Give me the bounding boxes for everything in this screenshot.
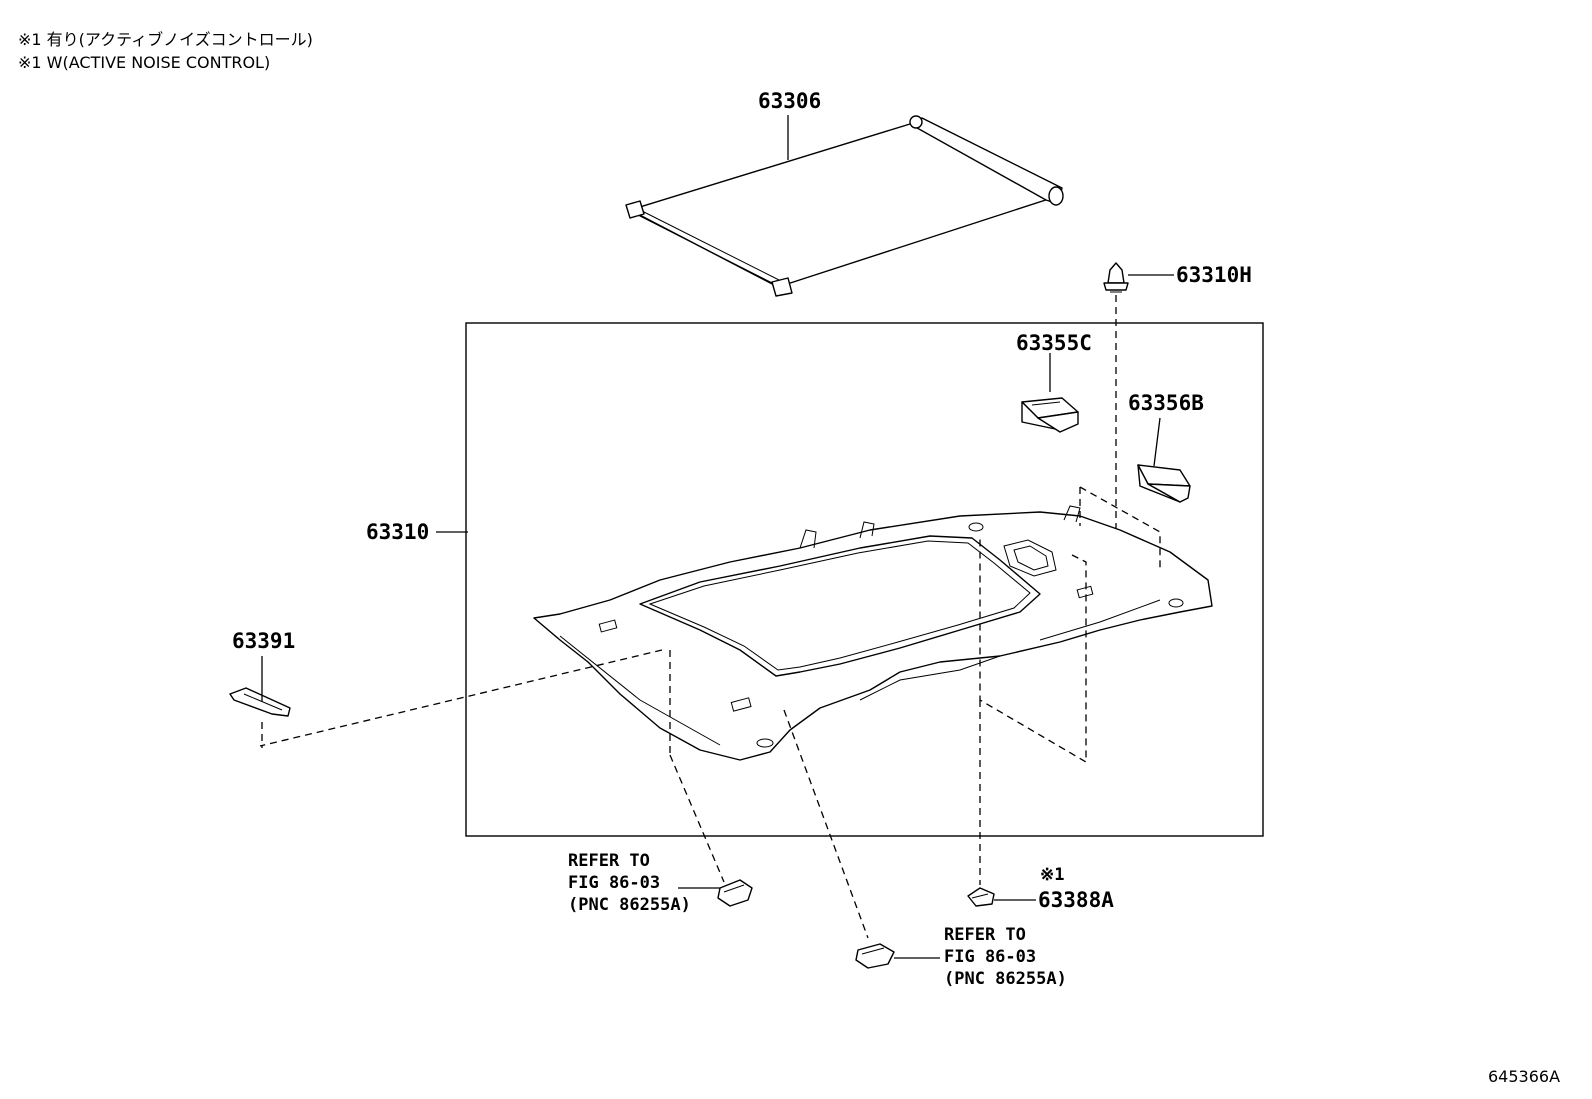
note-english: ※1 W(ACTIVE NOISE CONTROL) bbox=[18, 53, 270, 72]
dash-ref2 bbox=[783, 709, 869, 939]
label-63310: 63310 bbox=[366, 520, 429, 544]
microphone-drawing bbox=[967, 887, 995, 907]
label-63391: 63391 bbox=[232, 629, 295, 653]
ref1-line3: (PNC 86255A) bbox=[568, 895, 691, 915]
bracket-drawing bbox=[229, 687, 291, 717]
headliner-drawing bbox=[533, 505, 1213, 761]
dash-ref1-b bbox=[669, 754, 725, 883]
sunshade-drawing bbox=[625, 115, 1064, 297]
pad-b-drawing bbox=[1137, 464, 1191, 503]
label-63356B: 63356B bbox=[1128, 391, 1204, 415]
label-63355C: 63355C bbox=[1016, 331, 1092, 355]
dash-pad-b-a bbox=[1079, 486, 1161, 568]
lamp2-drawing bbox=[855, 943, 895, 969]
label-63388A-note: ※1 bbox=[1040, 865, 1064, 885]
ref2-line3: (PNC 86255A) bbox=[944, 969, 1067, 989]
lamp1-drawing bbox=[717, 879, 753, 907]
leader-63356B bbox=[1153, 417, 1161, 467]
dash-63391 bbox=[259, 649, 663, 747]
note-japanese: ※1 有り(アクティブノイズコントロール) bbox=[18, 30, 313, 49]
label-63388A: 63388A bbox=[1038, 888, 1114, 912]
ref2-line1: REFER TO bbox=[944, 925, 1026, 945]
pad-c-drawing bbox=[1021, 397, 1079, 433]
ref1-line1: REFER TO bbox=[568, 851, 650, 871]
clip-drawing bbox=[1103, 262, 1129, 293]
label-63306: 63306 bbox=[758, 89, 821, 113]
ref1-line2: FIG 86-03 bbox=[568, 873, 660, 893]
ref2-line2: FIG 86-03 bbox=[944, 947, 1036, 967]
label-63310H: 63310H bbox=[1176, 263, 1252, 287]
figure-id: 645366A bbox=[1488, 1067, 1560, 1086]
assembly-frame bbox=[465, 322, 1264, 837]
